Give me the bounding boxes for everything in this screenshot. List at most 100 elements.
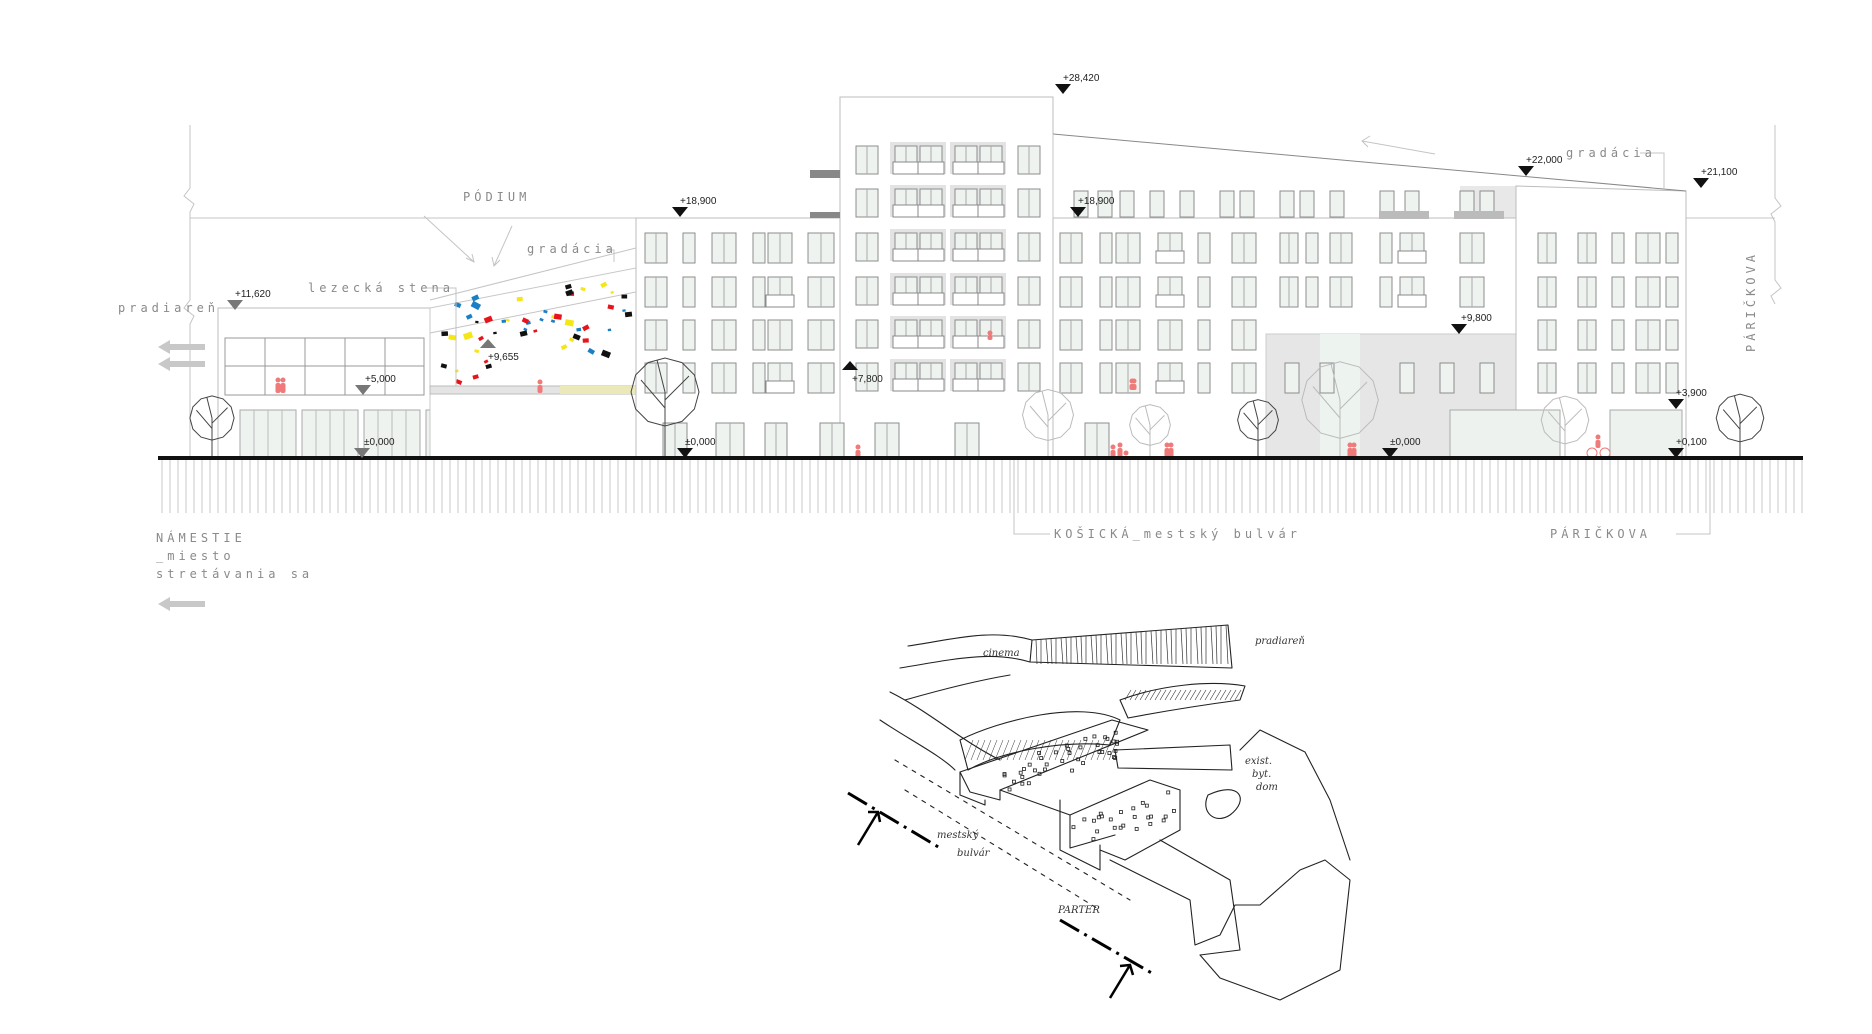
sketch-window [1012, 779, 1016, 784]
sketch-window [1166, 790, 1171, 795]
sketch-window [1131, 806, 1136, 811]
sketch-window [1018, 770, 1023, 775]
sketch-hatch [1195, 627, 1199, 665]
climbing-hold [600, 349, 612, 359]
axonometric-sketch: pradiareň cinema exist. byt. dom mestský… [847, 624, 1351, 1001]
balcony [765, 380, 795, 394]
sketch-hatch [1229, 689, 1237, 701]
sketch-hatch [1159, 689, 1167, 701]
sketch-window [1140, 800, 1145, 805]
climbing-holds [440, 281, 633, 386]
sketch-window [1108, 817, 1113, 822]
ground-line [158, 456, 1803, 460]
sketch-hatch [1030, 739, 1040, 761]
sketch-hatch [1080, 636, 1083, 665]
person [1110, 444, 1116, 450]
sketch-window [1044, 762, 1049, 767]
climbing-hold [553, 313, 563, 320]
sketch-hatch [1149, 689, 1157, 701]
climbing-hold [582, 324, 590, 332]
sketch-hatch [1144, 689, 1152, 701]
window [1611, 362, 1625, 394]
climbing-hold [600, 281, 608, 289]
elevation-marker: +18,900 [672, 196, 717, 217]
window [1279, 190, 1295, 218]
sketch-hatch [1045, 638, 1049, 665]
svg-text:+0,100: +0,100 [1676, 437, 1707, 448]
climbing-hold [582, 338, 589, 343]
sketch-hatch [1169, 689, 1177, 701]
sketch-hatch [1120, 633, 1124, 665]
elevation-marker: +3,900 [1668, 388, 1707, 409]
tree-trunk [196, 397, 228, 458]
sketch-hatch [1219, 689, 1227, 701]
label-pradiaren: pradiareň [118, 301, 219, 315]
sketch-hatch [1050, 638, 1053, 665]
sketch-window [1091, 837, 1096, 841]
sketch-window [1026, 781, 1031, 786]
sketch-window [1002, 773, 1007, 778]
climbing-hold [587, 347, 596, 355]
window [1665, 232, 1679, 264]
sketch-window [1027, 762, 1032, 767]
svg-text:±0,000: ±0,000 [1390, 437, 1421, 448]
person [1351, 448, 1357, 458]
person [1351, 442, 1357, 448]
window [1379, 276, 1393, 308]
climbing-hold [493, 331, 497, 335]
sketch-window [1115, 739, 1119, 744]
climbing-hold [470, 300, 482, 311]
window [682, 276, 696, 308]
sketch-hatch [1155, 630, 1158, 665]
window [1179, 190, 1195, 218]
sketch-window [1007, 787, 1012, 792]
sketch-hatch [1165, 629, 1169, 665]
climbing-hold [523, 327, 528, 332]
window [1239, 190, 1255, 218]
sketch-label-bulvar: bulvár [957, 848, 991, 859]
sketch-window [1107, 751, 1112, 755]
climbing-hold [501, 319, 507, 324]
elevation-marker: +22,000 [1518, 155, 1563, 176]
label-gradacia-right: gradácia [1566, 146, 1656, 160]
sketch-label-parter: PARTER [1057, 905, 1100, 916]
sketch-window [1067, 751, 1072, 755]
climbing-hold [543, 309, 548, 314]
climbing-hold [462, 331, 474, 341]
sketch-window [1095, 829, 1100, 834]
balcony [977, 204, 1005, 218]
sketch-window [1118, 825, 1123, 830]
sketch-window [1112, 825, 1117, 830]
person [537, 385, 543, 393]
svg-text:+18,900: +18,900 [680, 196, 717, 207]
person [1347, 442, 1353, 448]
windows [644, 142, 1683, 459]
tree-crown [189, 395, 235, 441]
elevation-marker: +0,100 [1668, 437, 1707, 458]
roof-element [810, 170, 840, 178]
person [275, 383, 281, 393]
balcony [1397, 250, 1427, 264]
sketch-hatch [1210, 626, 1214, 665]
window [1439, 362, 1455, 394]
sketch-window [1119, 810, 1123, 814]
balcony [1155, 250, 1185, 264]
sketch-hatch [1006, 739, 1016, 761]
tree [1129, 404, 1171, 458]
window [1284, 362, 1300, 394]
sketch-label-existing: dom [1256, 782, 1278, 793]
climbing-hold [441, 331, 449, 337]
sketch-hatch [1164, 689, 1172, 701]
tree-crown [1129, 404, 1171, 446]
label-namestie: NÁMESTIE [156, 530, 246, 545]
svg-text:+5,000: +5,000 [365, 374, 396, 385]
climbing-hold [564, 283, 572, 290]
sketch-window [1121, 823, 1126, 828]
tree-crown [630, 357, 700, 427]
sketch-hatch [994, 739, 1004, 761]
sketch-hatch [1072, 739, 1082, 761]
balcony [977, 248, 1005, 262]
sketch-window [1060, 759, 1065, 763]
window [1399, 362, 1415, 394]
elevation-marker: +18,900 [1070, 196, 1115, 217]
